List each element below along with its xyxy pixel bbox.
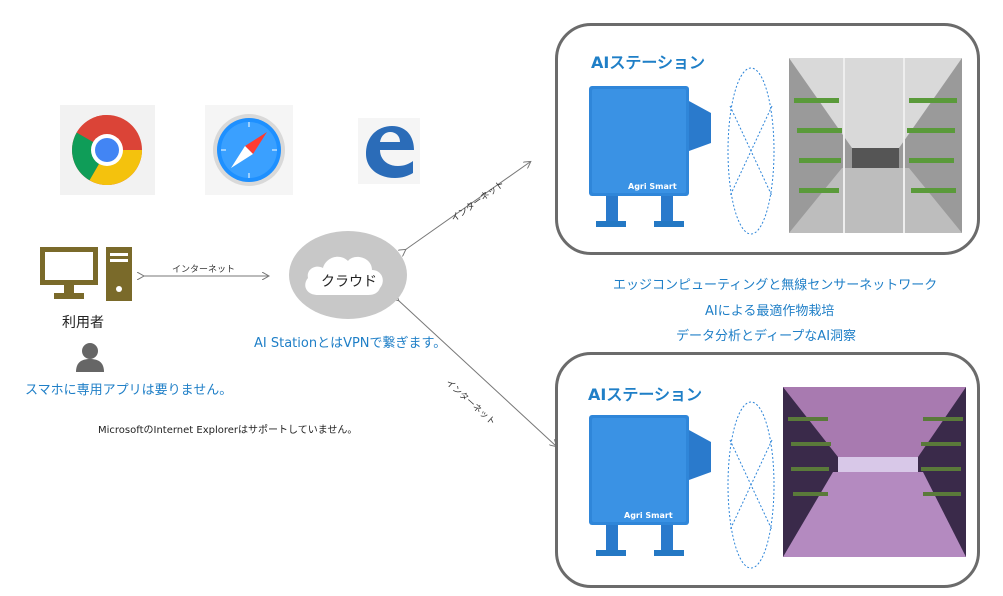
cloud-station1-line	[405, 162, 530, 250]
device-label: Agri Smart	[628, 182, 677, 191]
vpn-text: AI StationとはVPNで繋ぎます。	[254, 336, 447, 351]
ai-station-box-2: AIステーション Agri Smart	[555, 352, 980, 588]
feature-2: AIによる最適作物栽培	[705, 304, 835, 319]
no-app-text: スマホに専用アプリは要りません。	[25, 383, 233, 398]
station-title: AIステーション	[591, 53, 706, 72]
greenhouse-photo-2	[783, 387, 966, 557]
chrome-tile	[60, 105, 155, 195]
person-icon	[76, 343, 104, 372]
enclosure-device-icon	[589, 86, 711, 227]
wireless-icon	[727, 67, 775, 235]
station-title: AIステーション	[588, 385, 703, 404]
user-cloud-link-label: インターネット	[172, 265, 236, 275]
enclosure-device-icon	[589, 415, 711, 556]
computer-icon	[40, 247, 132, 301]
device-label: Agri Smart	[624, 511, 673, 520]
cloud-label: クラウド	[321, 274, 377, 290]
feature-1: エッジコンピューティングと無線センサーネットワーク	[613, 278, 938, 293]
wireless-icon	[727, 401, 775, 569]
safari-icon	[213, 114, 285, 186]
cloud-station2-line	[398, 300, 556, 446]
feature-3: データ分析とディープなAI洞察	[676, 329, 857, 344]
user-label: 利用者	[62, 315, 104, 331]
chrome-icon	[72, 115, 142, 185]
ie-note: MicrosoftのInternet Explorerはサポートしていません。	[98, 425, 358, 436]
greenhouse-photo-1	[789, 58, 962, 233]
safari-tile	[205, 105, 293, 195]
edge-icon	[366, 126, 414, 178]
cloud-node	[289, 231, 407, 319]
ai-station-box-1: AIステーション Agri Smart	[555, 23, 980, 255]
